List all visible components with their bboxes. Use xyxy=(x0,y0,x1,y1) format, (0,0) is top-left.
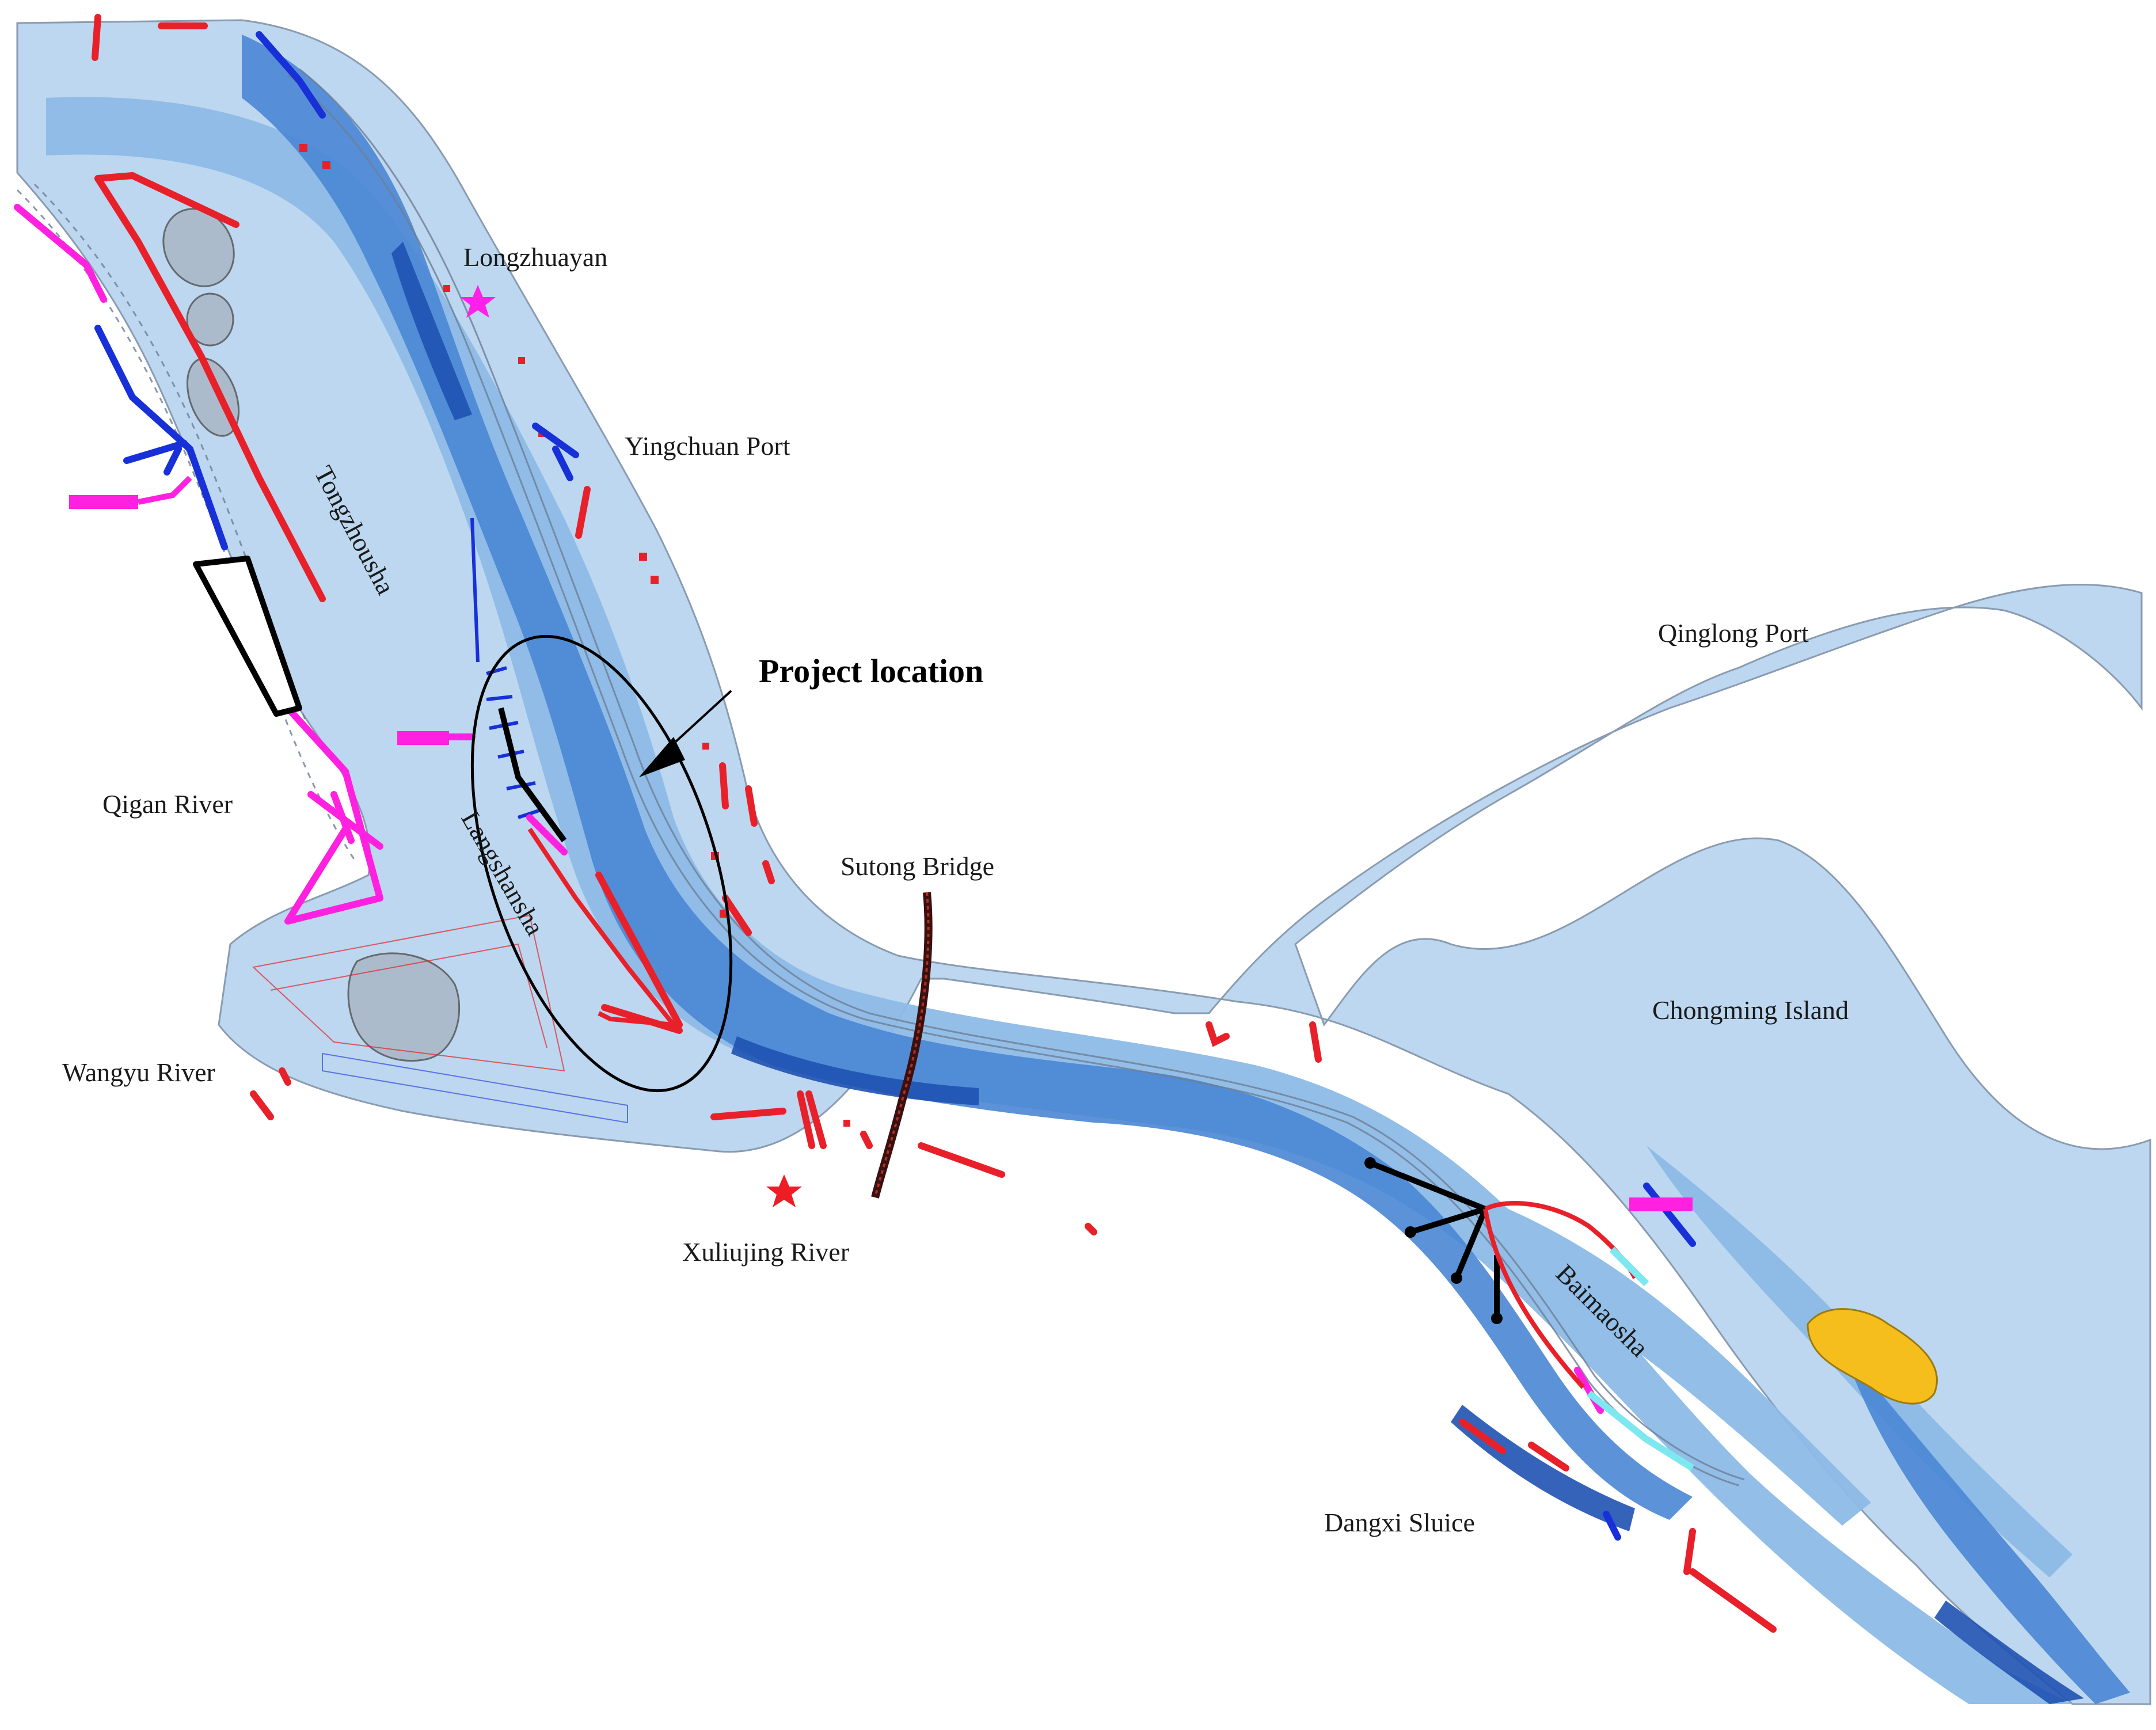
shoal-south xyxy=(347,952,461,1062)
black-structures xyxy=(193,556,1500,1318)
river-water-deep xyxy=(242,35,2130,1704)
project-location-ellipse xyxy=(470,634,733,1093)
shoal-yellow xyxy=(1807,1308,1938,1405)
reclamation-outlines xyxy=(252,914,565,1072)
river-water-deepest xyxy=(391,242,2084,1704)
label-chongming-island: Chongming Island xyxy=(1652,995,1849,1025)
star-icon xyxy=(766,1174,802,1207)
project-location-arrow xyxy=(639,690,732,777)
shoal-tongzhousha-1 xyxy=(162,208,235,287)
label-yingchuan-port: Yingchuan Port xyxy=(625,431,790,461)
label-qigan-river: Qigan River xyxy=(102,789,233,819)
shoal-tongzhousha-2 xyxy=(186,292,234,347)
label-sutong-bridge: Sutong Bridge xyxy=(841,851,994,881)
sutong-bridge-inner xyxy=(874,892,930,1198)
star-icon xyxy=(460,285,496,318)
river-water-light xyxy=(16,19,2151,1705)
reclamation-blue-outline xyxy=(322,1052,628,1124)
shoals xyxy=(162,208,461,1062)
langshansha-dike xyxy=(527,827,679,1028)
magenta-boxes xyxy=(69,495,1693,1211)
magenta-connector xyxy=(138,476,192,505)
baimaosha-cyan xyxy=(1587,1246,1695,1472)
label-xuliujing-river: Xuliujing River xyxy=(682,1237,849,1267)
black-nodes xyxy=(1364,1157,1503,1324)
red-structures xyxy=(92,14,1777,1633)
label-wangyu-river: Wangyu River xyxy=(62,1058,215,1087)
blue-structures xyxy=(94,31,1696,1541)
label-longzhuayan: Longzhuayan xyxy=(463,242,607,272)
label-dangxi-sluice: Dangxi Sluice xyxy=(1324,1508,1475,1537)
label-qinglong-port: Qinglong Port xyxy=(1658,618,1809,648)
label-project-location: Project location xyxy=(759,652,983,690)
